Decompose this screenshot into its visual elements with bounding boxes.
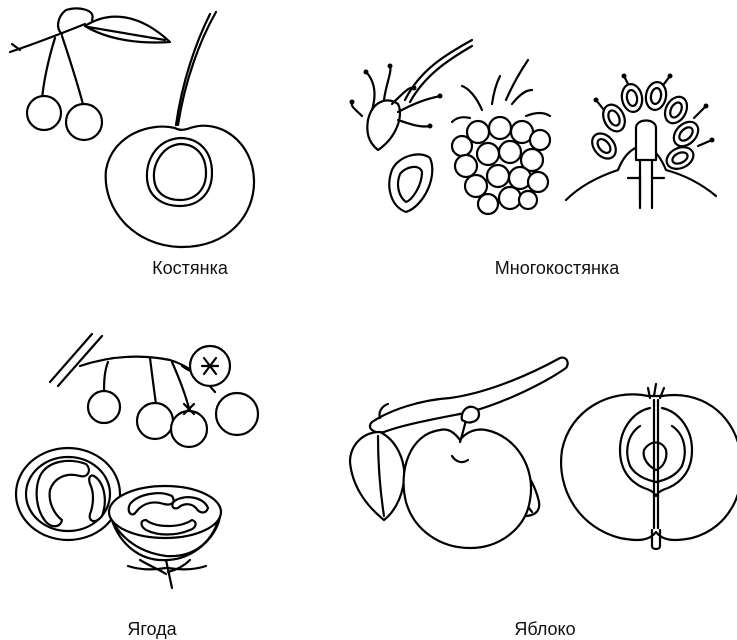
tomato-half-right <box>109 486 221 588</box>
drupe-illustration <box>10 8 254 247</box>
pome-illustration <box>350 358 737 549</box>
raspberry-fruit <box>452 60 550 214</box>
tomato-half-left <box>16 448 120 540</box>
label-aggregate-drupe: Многокостянка <box>495 258 619 279</box>
raspberry-section <box>566 74 716 209</box>
label-pome: Яблоко <box>514 619 575 640</box>
label-drupe: Костянка <box>152 258 228 279</box>
label-berry: Ягода <box>127 619 176 640</box>
apple-section <box>561 384 737 549</box>
raspberry-seed <box>389 154 432 212</box>
raspberry-flower <box>350 40 473 150</box>
cherry-section <box>106 12 254 247</box>
aggregate-drupe-illustration <box>350 40 717 214</box>
tomato-branch <box>50 334 258 447</box>
berry-illustration <box>16 334 258 588</box>
apple-whole <box>404 407 531 548</box>
cherry-branch <box>10 8 170 140</box>
